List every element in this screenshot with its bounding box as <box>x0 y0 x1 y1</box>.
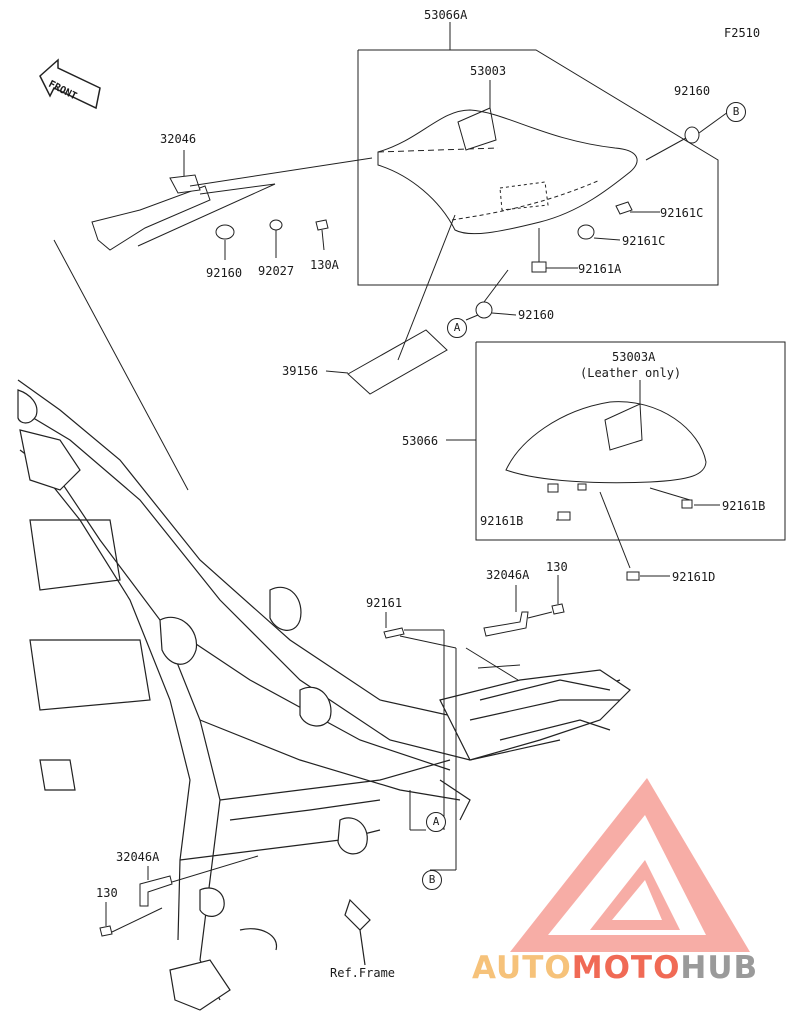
part-92027: 92027 <box>258 264 295 278</box>
part-92161B-right: 92161B <box>722 499 766 513</box>
watermark-auto: AUTO <box>472 950 572 986</box>
pillion-box <box>475 341 786 541</box>
part-92160-top: 92160 <box>674 84 711 98</box>
front-arrow-icon <box>39 58 101 110</box>
part-92161B-left: 92161B <box>480 514 524 528</box>
part-39156: 39156 <box>282 364 319 378</box>
seat-bracket <box>53 150 373 491</box>
marker-b-top: B <box>726 102 746 122</box>
part-92161C-a: 92161C <box>660 206 704 220</box>
part-53066: 53066 <box>402 434 439 448</box>
marker-a-frame: A <box>426 812 446 832</box>
seat-assembly-box <box>357 49 719 286</box>
seat-pad <box>347 329 448 395</box>
frame-hardware <box>99 575 565 937</box>
marker-a-mid: A <box>447 318 467 338</box>
part-53003A-note: (Leather only) <box>580 366 682 380</box>
part-92161C-b: 92161C <box>622 234 666 248</box>
part-92160-left: 92160 <box>206 266 243 280</box>
part-53003A: 53003A <box>612 350 656 364</box>
part-32046A-top: 32046A <box>486 568 530 582</box>
watermark-moto: MOTO <box>571 950 681 986</box>
rider-seat <box>377 80 638 235</box>
part-130A: 130A <box>310 258 339 272</box>
part-32046: 32046 <box>160 132 197 146</box>
watermark-hub: HUB <box>680 950 759 986</box>
figure-code: F2510 <box>724 26 761 40</box>
pillion-seat <box>505 380 720 581</box>
part-130-bottom: 130 <box>96 886 118 900</box>
part-92161A: 92161A <box>578 262 622 276</box>
ref-frame-label: Ref.Frame <box>330 966 396 980</box>
watermark-text: AUTOMOTOHUB <box>472 950 758 986</box>
part-32046A-bottom: 32046A <box>116 850 160 864</box>
part-92161D: 92161D <box>672 570 716 584</box>
part-130-top: 130 <box>546 560 568 574</box>
frame <box>17 379 631 1011</box>
marker-b-frame: B <box>422 870 442 890</box>
seat-hardware <box>465 111 729 321</box>
part-53066A: 53066A <box>424 8 468 22</box>
part-53003: 53003 <box>470 64 507 78</box>
part-92160-mid: 92160 <box>518 308 555 322</box>
watermark-logo <box>510 778 750 952</box>
part-92161: 92161 <box>366 596 403 610</box>
